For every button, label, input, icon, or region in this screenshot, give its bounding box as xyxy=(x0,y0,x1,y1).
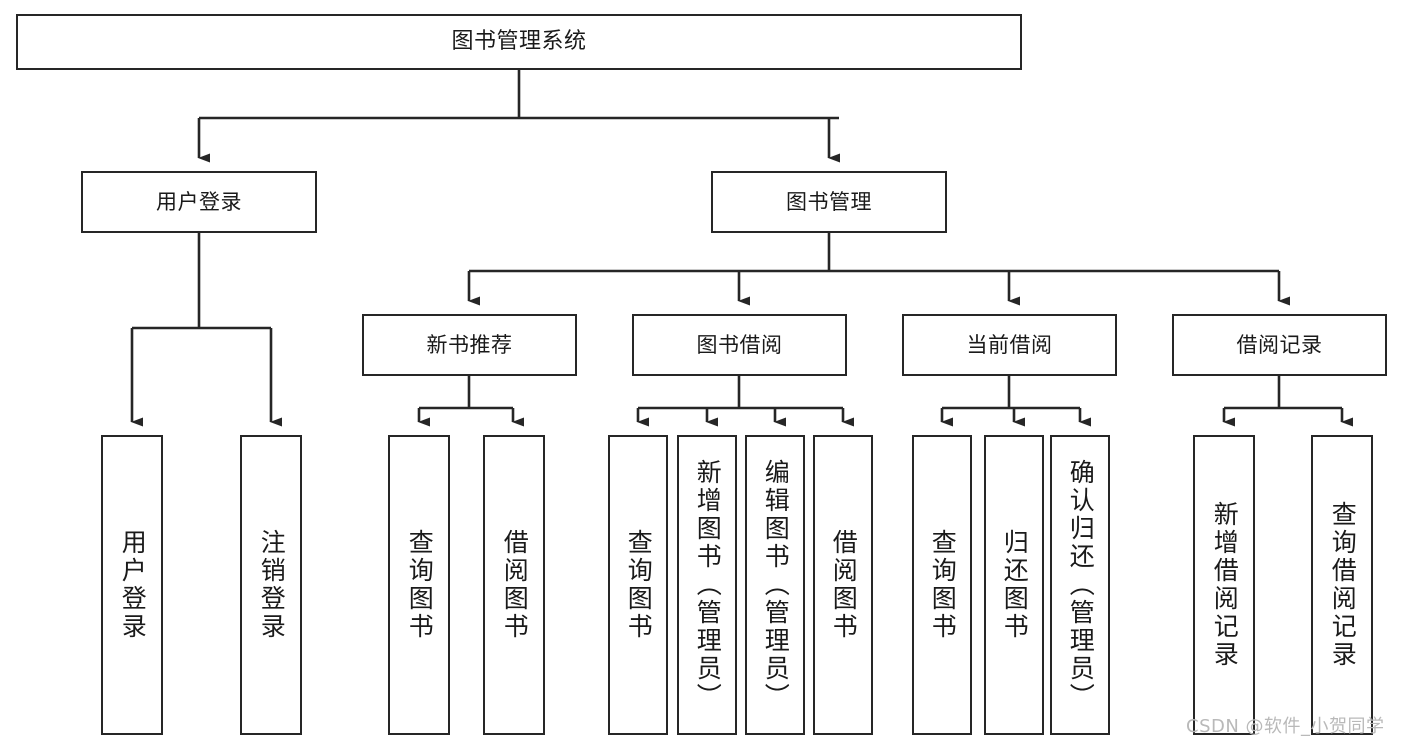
leaf-node-label: 查询借阅记录 xyxy=(1328,501,1358,669)
leaf-node[interactable]: 新增图书（管理员） xyxy=(677,435,737,735)
node-borrow-records[interactable]: 借阅记录 xyxy=(1172,314,1387,376)
node-new-book-recommend-label: 新书推荐 xyxy=(426,332,513,357)
leaf-node[interactable]: 确认归还（管理员） xyxy=(1050,435,1110,735)
leaf-node-label: 注销登录 xyxy=(257,529,287,641)
leaf-node-label: 新增图书（管理员） xyxy=(693,459,723,711)
leaf-node[interactable]: 编辑图书（管理员） xyxy=(745,435,805,735)
leaf-node[interactable]: 查询图书 xyxy=(388,435,450,735)
leaf-node-label: 新增借阅记录 xyxy=(1210,501,1240,669)
leaf-node[interactable]: 查询图书 xyxy=(608,435,668,735)
leaf-node-label: 借阅图书 xyxy=(829,529,859,641)
leaf-node-label: 查询图书 xyxy=(928,529,958,641)
leaf-node-label: 归还图书 xyxy=(1000,529,1030,641)
leaf-node[interactable]: 注销登录 xyxy=(240,435,302,735)
node-book-borrow-label: 图书借阅 xyxy=(696,332,783,357)
leaf-node-label: 借阅图书 xyxy=(500,529,530,641)
node-book-management[interactable]: 图书管理 xyxy=(711,171,947,233)
node-book-borrow[interactable]: 图书借阅 xyxy=(632,314,847,376)
csdn-watermark: CSDN @软件_小贺同学 xyxy=(1186,716,1385,737)
leaf-node[interactable]: 借阅图书 xyxy=(813,435,873,735)
leaf-node[interactable]: 查询图书 xyxy=(912,435,972,735)
leaf-node-label: 查询图书 xyxy=(624,529,654,641)
leaf-node-label: 编辑图书（管理员） xyxy=(761,459,791,711)
leaf-node-label: 查询图书 xyxy=(405,529,435,641)
leaf-node[interactable]: 用户登录 xyxy=(101,435,163,735)
node-user-login[interactable]: 用户登录 xyxy=(81,171,317,233)
node-book-management-label: 图书管理 xyxy=(786,189,872,214)
node-current-borrow[interactable]: 当前借阅 xyxy=(902,314,1117,376)
leaf-node[interactable]: 归还图书 xyxy=(984,435,1044,735)
leaf-node-label: 用户登录 xyxy=(118,529,148,641)
node-new-book-recommend[interactable]: 新书推荐 xyxy=(362,314,577,376)
leaf-node-label: 确认归还（管理员） xyxy=(1066,459,1096,711)
leaf-node[interactable]: 查询借阅记录 xyxy=(1311,435,1373,735)
leaf-node[interactable]: 借阅图书 xyxy=(483,435,545,735)
leaf-node[interactable]: 新增借阅记录 xyxy=(1193,435,1255,735)
node-user-login-label: 用户登录 xyxy=(156,189,242,214)
node-root-label: 图书管理系统 xyxy=(451,29,587,55)
node-current-borrow-label: 当前借阅 xyxy=(966,332,1053,357)
node-root[interactable]: 图书管理系统 xyxy=(16,14,1022,70)
node-borrow-records-label: 借阅记录 xyxy=(1236,332,1323,357)
